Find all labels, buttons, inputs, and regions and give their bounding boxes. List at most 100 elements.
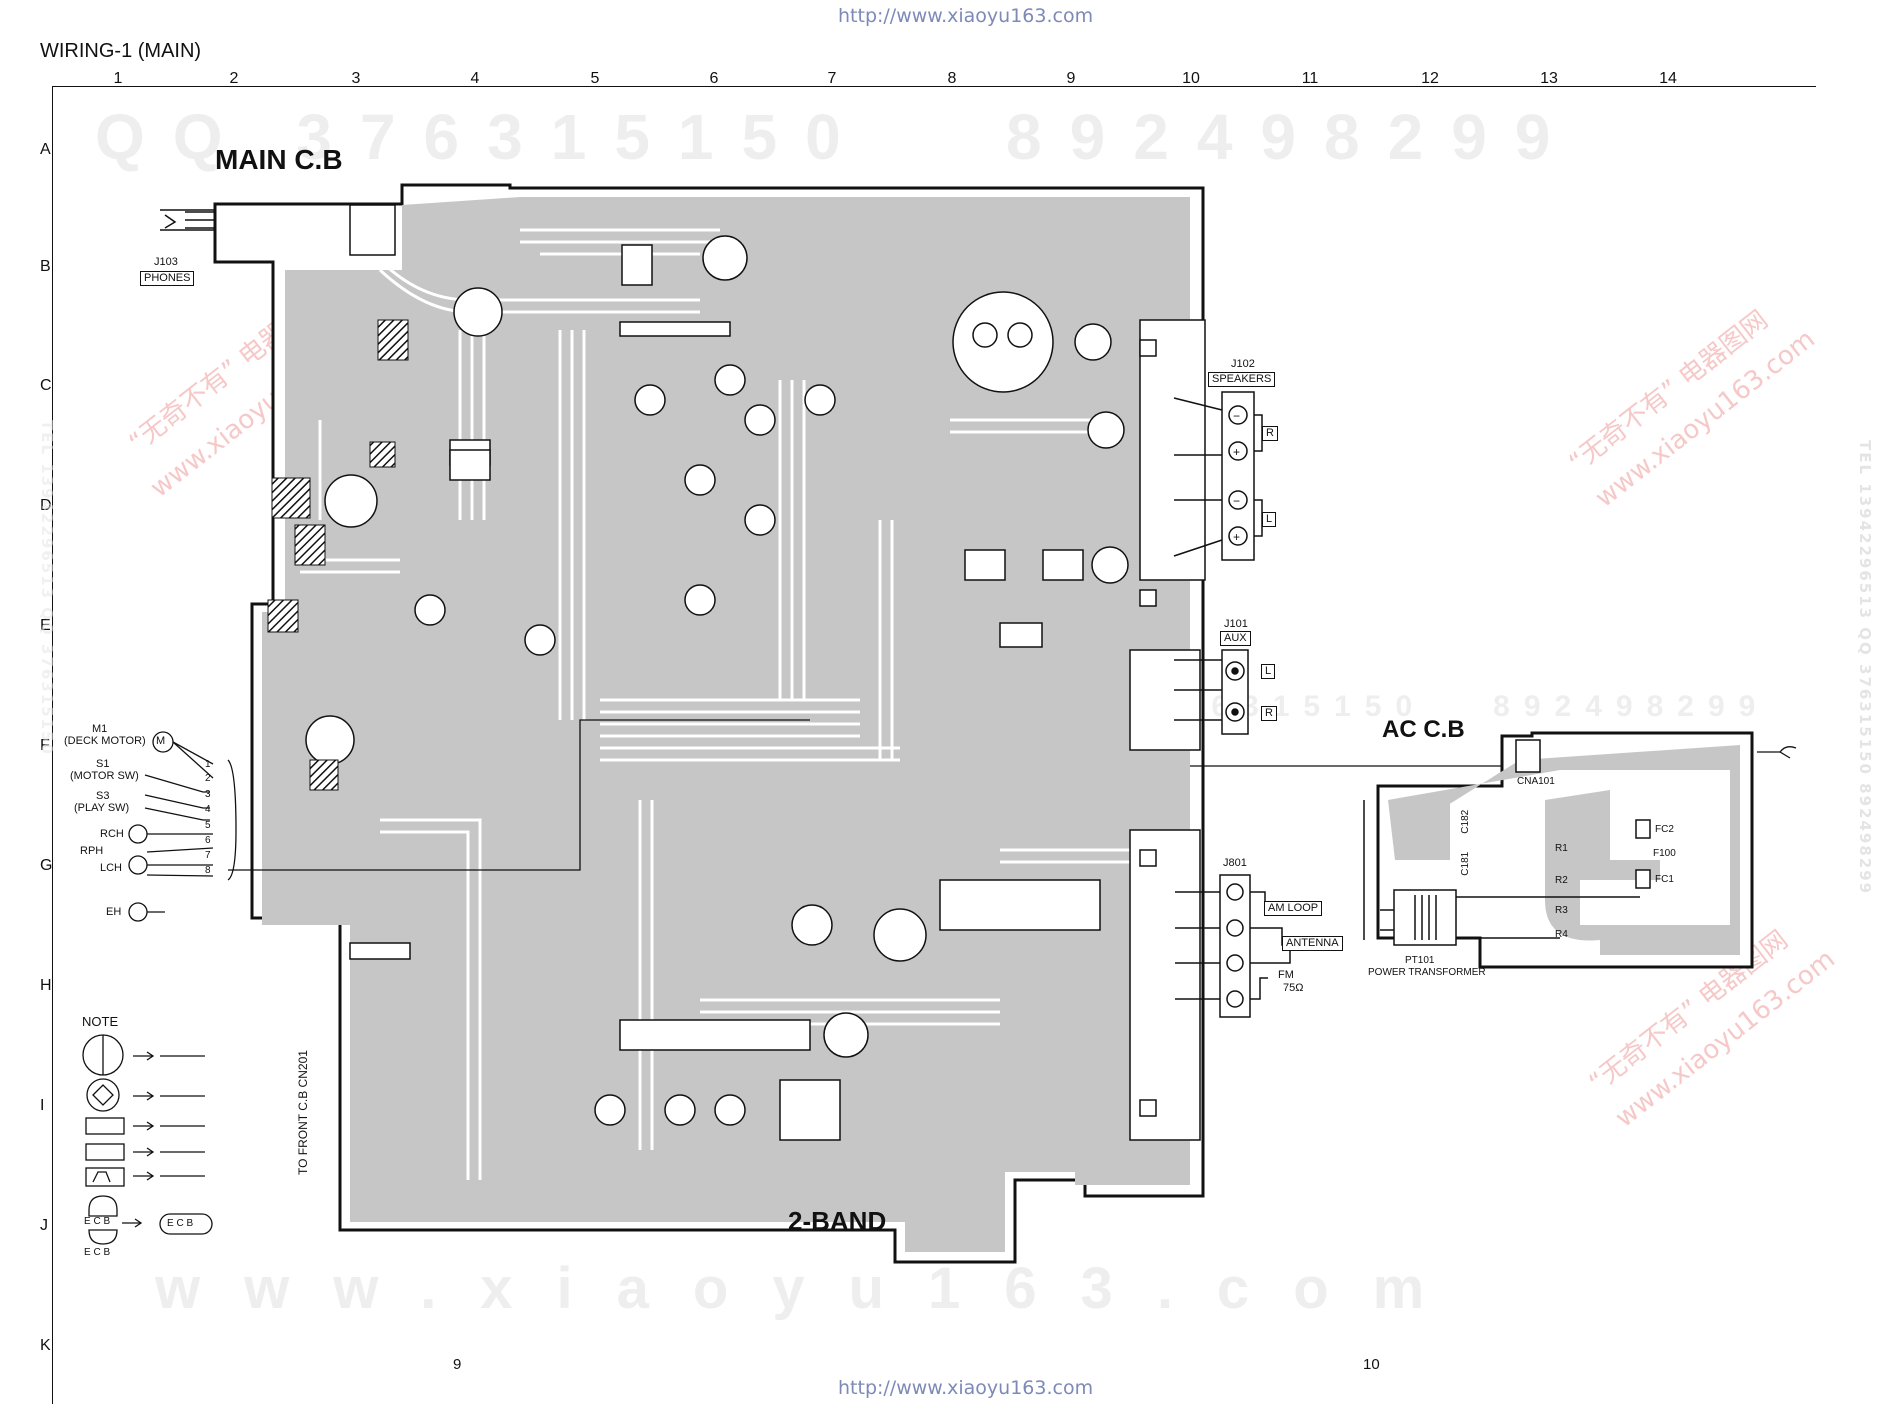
tuner-terminal xyxy=(1175,874,1291,1018)
grid-col-1: 1 xyxy=(113,70,123,87)
phones-jack xyxy=(160,209,216,231)
speakers-name: SPEAKERS xyxy=(1208,372,1276,387)
s1-label: S1 xyxy=(96,758,110,770)
note-legend xyxy=(82,1034,213,1245)
deck-pin-1: 1 xyxy=(205,759,211,770)
main-board-title: MAIN C.B xyxy=(215,144,343,175)
fc2-label: FC2 xyxy=(1655,824,1674,835)
tuner-ref: J801 xyxy=(1223,857,1247,869)
grid-row-d: D xyxy=(40,497,52,514)
rph-label: RPH xyxy=(80,845,104,857)
speakers-terminal: − + − + xyxy=(1173,391,1263,561)
aux-name: AUX xyxy=(1220,631,1251,646)
deck-pin-8: 8 xyxy=(205,865,211,876)
antenna-label: ANTENNA xyxy=(1282,936,1343,951)
grid-col-9: 9 xyxy=(1066,70,1076,87)
ac-board-copper xyxy=(1388,745,1740,955)
aux-terminal xyxy=(1174,649,1249,735)
phones-name: PHONES xyxy=(140,271,195,286)
f100-label: F100 xyxy=(1653,848,1676,859)
grid-col-14: 14 xyxy=(1659,70,1677,87)
c181-label: C181 xyxy=(1460,851,1472,876)
grid-row-h: H xyxy=(40,977,52,994)
s3-label: S3 xyxy=(96,790,110,802)
motor-sw-label: (MOTOR SW) xyxy=(70,770,139,782)
source-url-top: http://www.xiaoyu163.com xyxy=(838,5,1094,27)
watermark-row-top: QQ 376315150 892498299 xyxy=(95,101,1579,173)
speakers-r: R xyxy=(1262,426,1278,441)
power-transformer xyxy=(1363,739,1651,946)
lch-label: LCH xyxy=(100,862,123,874)
grid-col-7: 7 xyxy=(827,70,837,87)
pcb-components xyxy=(305,204,1206,1141)
grid-col-4: 4 xyxy=(470,70,480,87)
rch-label: RCH xyxy=(100,828,124,840)
watermark-row-bottom: www.xiaoyu163.com xyxy=(155,1256,1469,1321)
svg-text:−: − xyxy=(1233,409,1240,423)
speakers-l: L xyxy=(1262,512,1277,527)
band-mark: 2-BAND xyxy=(788,1206,887,1236)
note-title: NOTE xyxy=(82,1014,119,1029)
aux-l: L xyxy=(1261,664,1276,679)
r4-label: R4 xyxy=(1555,929,1568,940)
page-number-left: 9 xyxy=(453,1356,462,1373)
grid-col-2: 2 xyxy=(229,70,239,87)
grid-row-g: G xyxy=(40,857,53,874)
grid-col-5: 5 xyxy=(590,70,600,87)
deck-pin-6: 6 xyxy=(205,835,211,846)
aux-r: R xyxy=(1261,706,1277,721)
deck-pin-4: 4 xyxy=(205,804,211,815)
grid-row-f: F xyxy=(40,737,50,754)
phones-ref: J103 xyxy=(154,256,178,268)
page-title: WIRING-1 (MAIN) xyxy=(40,40,202,62)
grid-col-6: 6 xyxy=(709,70,719,87)
grid-col-12: 12 xyxy=(1421,70,1439,87)
svg-text:+: + xyxy=(1233,530,1240,544)
source-url-bottom: http://www.xiaoyu163.com xyxy=(838,1377,1094,1399)
grid-col-8: 8 xyxy=(947,70,957,87)
power-transformer-label: POWER TRANSFORMER xyxy=(1368,967,1486,978)
deck-pin-2: 2 xyxy=(205,773,211,784)
grid-row-b: B xyxy=(40,258,51,275)
watermark-side-left: TEL 13942296513 QQ 376315150 xyxy=(38,420,56,756)
grid-row-i: I xyxy=(40,1097,45,1114)
grid-row-c: C xyxy=(40,377,52,394)
front-cb-label: TO FRONT C.B CN201 xyxy=(296,1050,310,1175)
note-ecb-bottom: E C B xyxy=(84,1247,111,1258)
grid-col-10: 10 xyxy=(1182,70,1200,87)
watermark-side-right: TEL 13942296513 QQ 376315150 892498299 xyxy=(1856,440,1874,896)
speakers-ref: J102 xyxy=(1231,358,1255,370)
svg-text:−: − xyxy=(1233,494,1240,508)
deck-harness xyxy=(128,719,810,922)
r3-label: R3 xyxy=(1555,905,1568,916)
c182-label: C182 xyxy=(1460,809,1472,834)
grid-col-11: 11 xyxy=(1301,70,1319,87)
deck-pin-3: 3 xyxy=(205,789,211,800)
pt101-label: PT101 xyxy=(1405,955,1435,966)
grid-left-rule xyxy=(52,86,53,1404)
pcb-shields xyxy=(267,319,409,791)
aux-ref: J101 xyxy=(1224,618,1248,630)
play-sw-label: (PLAY SW) xyxy=(74,802,130,814)
grid-row-j: J xyxy=(40,1217,48,1234)
deck-motor-label: (DECK MOTOR) xyxy=(64,735,146,747)
grid-col-13: 13 xyxy=(1540,70,1558,87)
page-number-right: 10 xyxy=(1363,1356,1380,1373)
motor-icon: M xyxy=(156,735,166,747)
ac-board-copper-left xyxy=(1388,800,1450,860)
cna101-label: CNA101 xyxy=(1517,776,1555,787)
eh-label: EH xyxy=(106,906,122,918)
grid-row-e: E xyxy=(40,617,51,634)
r1-label: R1 xyxy=(1555,843,1568,854)
grid-row-a: A xyxy=(40,141,51,158)
fc1-label: FC1 xyxy=(1655,874,1674,885)
grid-top-rule xyxy=(52,86,1816,87)
grid-row-k: K xyxy=(40,1337,51,1354)
am-loop-label: AM LOOP xyxy=(1264,901,1323,916)
deck-pin-5: 5 xyxy=(205,820,211,831)
r2-label: R2 xyxy=(1555,875,1568,886)
grid-col-3: 3 xyxy=(351,70,361,87)
note-ecb-top: E C B xyxy=(84,1216,111,1227)
fm-label: FM xyxy=(1278,969,1294,981)
